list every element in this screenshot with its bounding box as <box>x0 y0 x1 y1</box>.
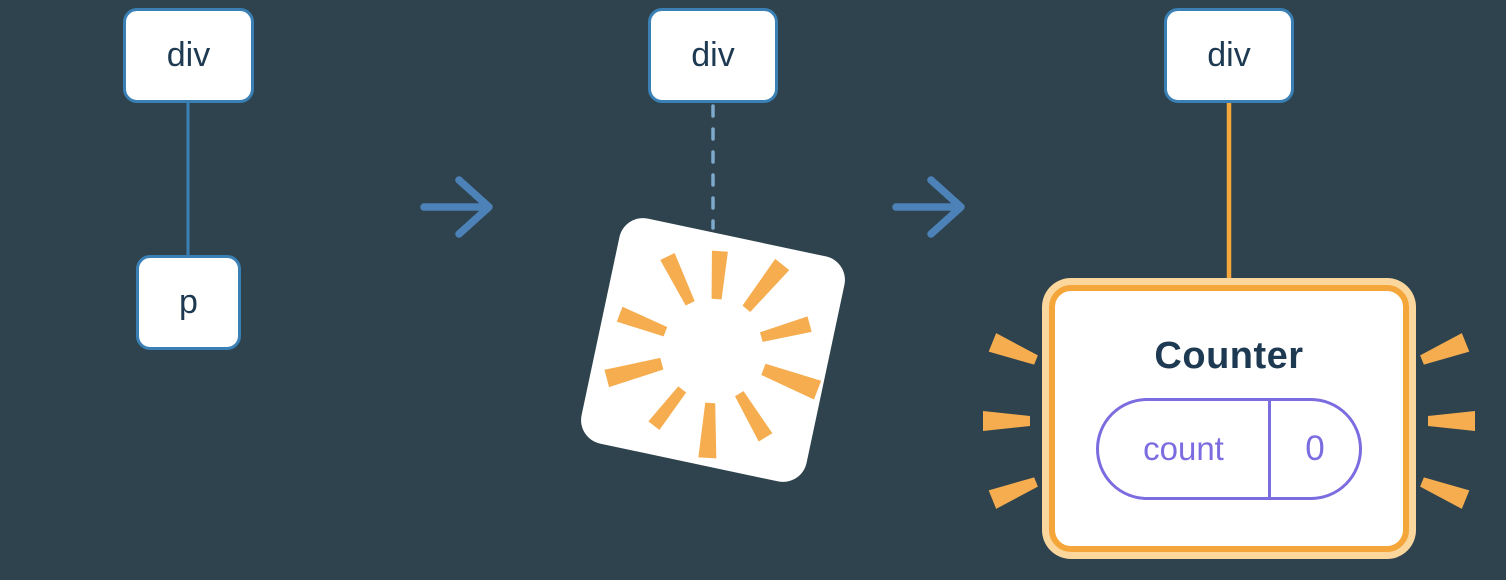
state-pill: count 0 <box>1096 398 1362 500</box>
removed-node-box <box>581 218 845 482</box>
dom-node-div-before: div <box>123 8 254 103</box>
dom-node-div-removal: div <box>648 8 778 103</box>
counter-title: Counter <box>1154 335 1304 377</box>
poof-burst-icon <box>604 250 822 459</box>
dom-node-div-after: div <box>1164 8 1294 103</box>
transition-arrow-icon <box>420 176 493 238</box>
poof-box <box>581 218 845 482</box>
dom-node-label: div <box>1207 36 1251 74</box>
transition-arrow-icon <box>892 176 965 238</box>
state-value: 0 <box>1268 401 1359 497</box>
emphasis-burst-left-icon <box>983 333 1038 509</box>
state-key: count <box>1143 430 1224 467</box>
dom-node-label: div <box>166 36 211 74</box>
counter-component-card: Counter count 0 <box>1049 285 1409 552</box>
dom-node-p: p <box>136 255 241 350</box>
dom-node-label: div <box>691 36 735 74</box>
dom-node-label: p <box>179 283 198 321</box>
emphasis-burst-right-icon <box>1420 333 1475 509</box>
